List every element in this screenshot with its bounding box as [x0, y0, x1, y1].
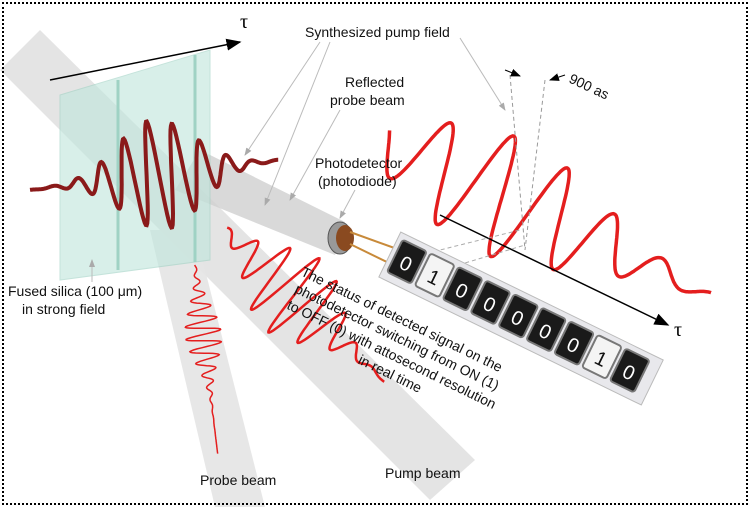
pump-field-wave — [29, 119, 279, 230]
tau-label-right: τ — [674, 319, 682, 341]
digit-tile-on — [581, 334, 622, 379]
label-photodetector-2: (photodiode) — [318, 173, 397, 189]
digit-tile-off — [498, 293, 539, 339]
tau-label-left: τ — [240, 11, 248, 33]
synthesized-field-wave — [385, 121, 712, 295]
label-fused-silica-1: Fused silica (100 μm) — [8, 283, 142, 299]
tau-axis-left — [49, 38, 242, 81]
digit-tile-off — [554, 321, 595, 366]
digit-tile-off — [470, 280, 511, 325]
label-photodetector-1: Photodetector — [315, 155, 403, 171]
pointer-lines — [89, 37, 506, 282]
label-pump-beam: Pump beam — [385, 465, 460, 481]
digit-tile-off — [609, 348, 650, 393]
label-reflected-1: Reflected — [345, 74, 404, 90]
label-synthesized-pump-field: Synthesized pump field — [305, 24, 450, 40]
label-fused-silica-2: in strong field — [22, 301, 105, 317]
as-arrow — [549, 73, 566, 81]
digit-tile-off — [526, 307, 567, 352]
tau-axis-right — [439, 214, 670, 326]
probe-beam — [150, 230, 265, 507]
transmitted-pump-wave — [226, 226, 385, 383]
guide-line — [524, 79, 546, 251]
digit-tile-off — [386, 239, 427, 284]
label-reflected-2: probe beam — [330, 92, 405, 108]
label-probe-beam: Probe beam — [200, 472, 276, 488]
digit-tile-off — [442, 266, 483, 311]
reflected-beam — [175, 150, 345, 255]
reflected-probe-wave — [184, 264, 223, 454]
digit-tile-on — [414, 253, 455, 298]
attosecond-label: 900 as — [567, 70, 612, 102]
as-arrow — [504, 68, 521, 77]
guide-line — [509, 74, 526, 251]
